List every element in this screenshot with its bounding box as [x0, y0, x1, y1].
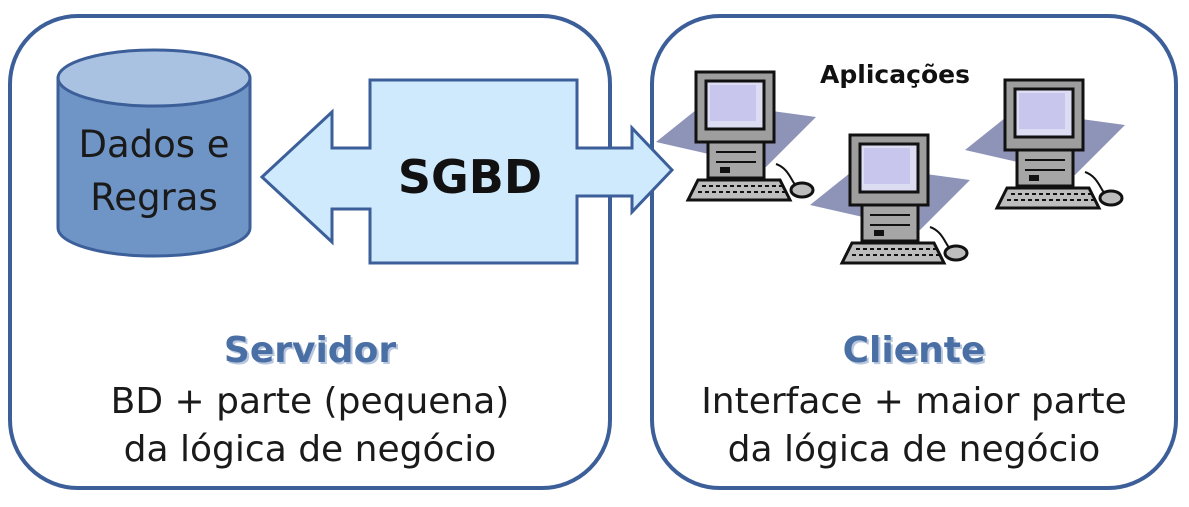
client-description-line: Interface + maior parte [701, 381, 1127, 422]
server-description-line: BD + parte (pequena) [110, 381, 510, 422]
applications-label: Aplicações [820, 60, 970, 89]
server-description: BD + parte (pequena) da lógica de negóci… [8, 378, 612, 474]
computer-icon [963, 78, 1127, 210]
sgbd-double-arrow [259, 78, 675, 265]
computer-icon [808, 133, 972, 265]
server-title: Servidor [223, 330, 397, 371]
server-description-line: da lógica de negócio [123, 429, 497, 470]
database-label-line: Regras [90, 176, 218, 219]
client-description: Interface + maior parte da lógica de neg… [650, 378, 1178, 474]
computer-icon [654, 70, 818, 202]
sgbd-label: SGBD [397, 150, 543, 204]
database-cylinder [56, 48, 252, 258]
database-label-line: Dados e [78, 123, 230, 166]
client-title: Cliente [842, 330, 986, 371]
database-label: Dados e Regras [58, 118, 250, 224]
client-description-line: da lógica de negócio [727, 429, 1101, 470]
